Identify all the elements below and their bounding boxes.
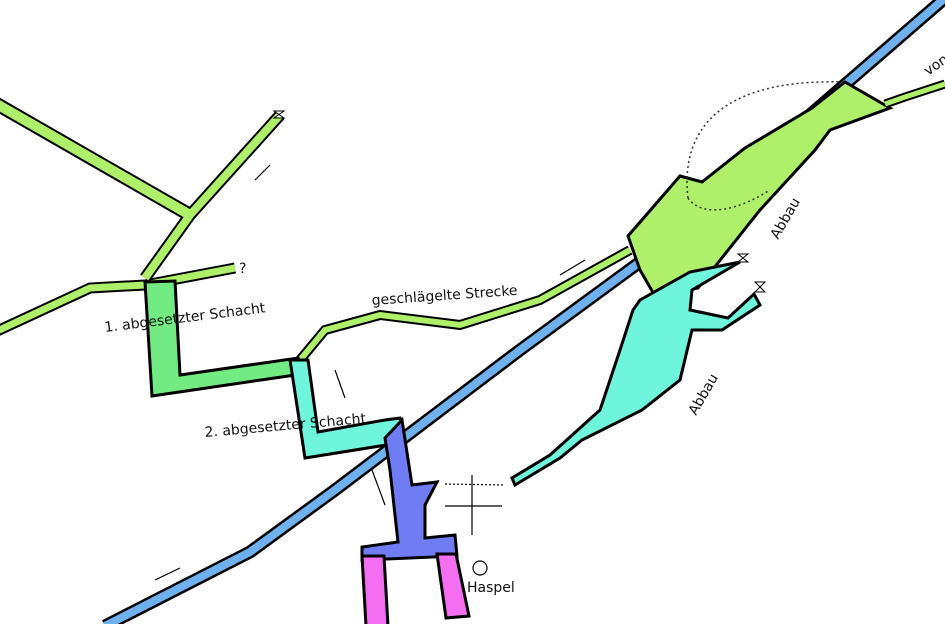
valve-icon xyxy=(736,253,750,263)
magenta-leg-left xyxy=(360,554,390,624)
label-from: von xyxy=(921,51,945,79)
valve-icon xyxy=(753,281,767,293)
shaft-2 xyxy=(288,358,407,460)
label-drift: geschlägelte Strecke xyxy=(371,283,518,309)
valve-icon xyxy=(272,110,286,119)
shaft-1 xyxy=(143,279,304,398)
stope-upper xyxy=(626,80,894,298)
label-stope-lower: Abbau xyxy=(686,371,722,418)
label-winch: Haspel xyxy=(467,580,515,596)
magenta-leg-right xyxy=(435,552,471,620)
drift-gallery xyxy=(296,245,633,364)
survey-markers xyxy=(154,164,586,581)
ceiling-outline xyxy=(686,81,846,211)
stope-lower xyxy=(510,260,762,488)
label-shaft-1: 1. abgesetzter Schacht xyxy=(104,300,267,336)
winch-icon xyxy=(472,560,488,576)
label-stope-upper: Abbau xyxy=(768,195,804,242)
label-unknown: ? xyxy=(239,261,246,277)
blue-shaft xyxy=(360,416,459,562)
upper-galleries xyxy=(0,97,285,336)
